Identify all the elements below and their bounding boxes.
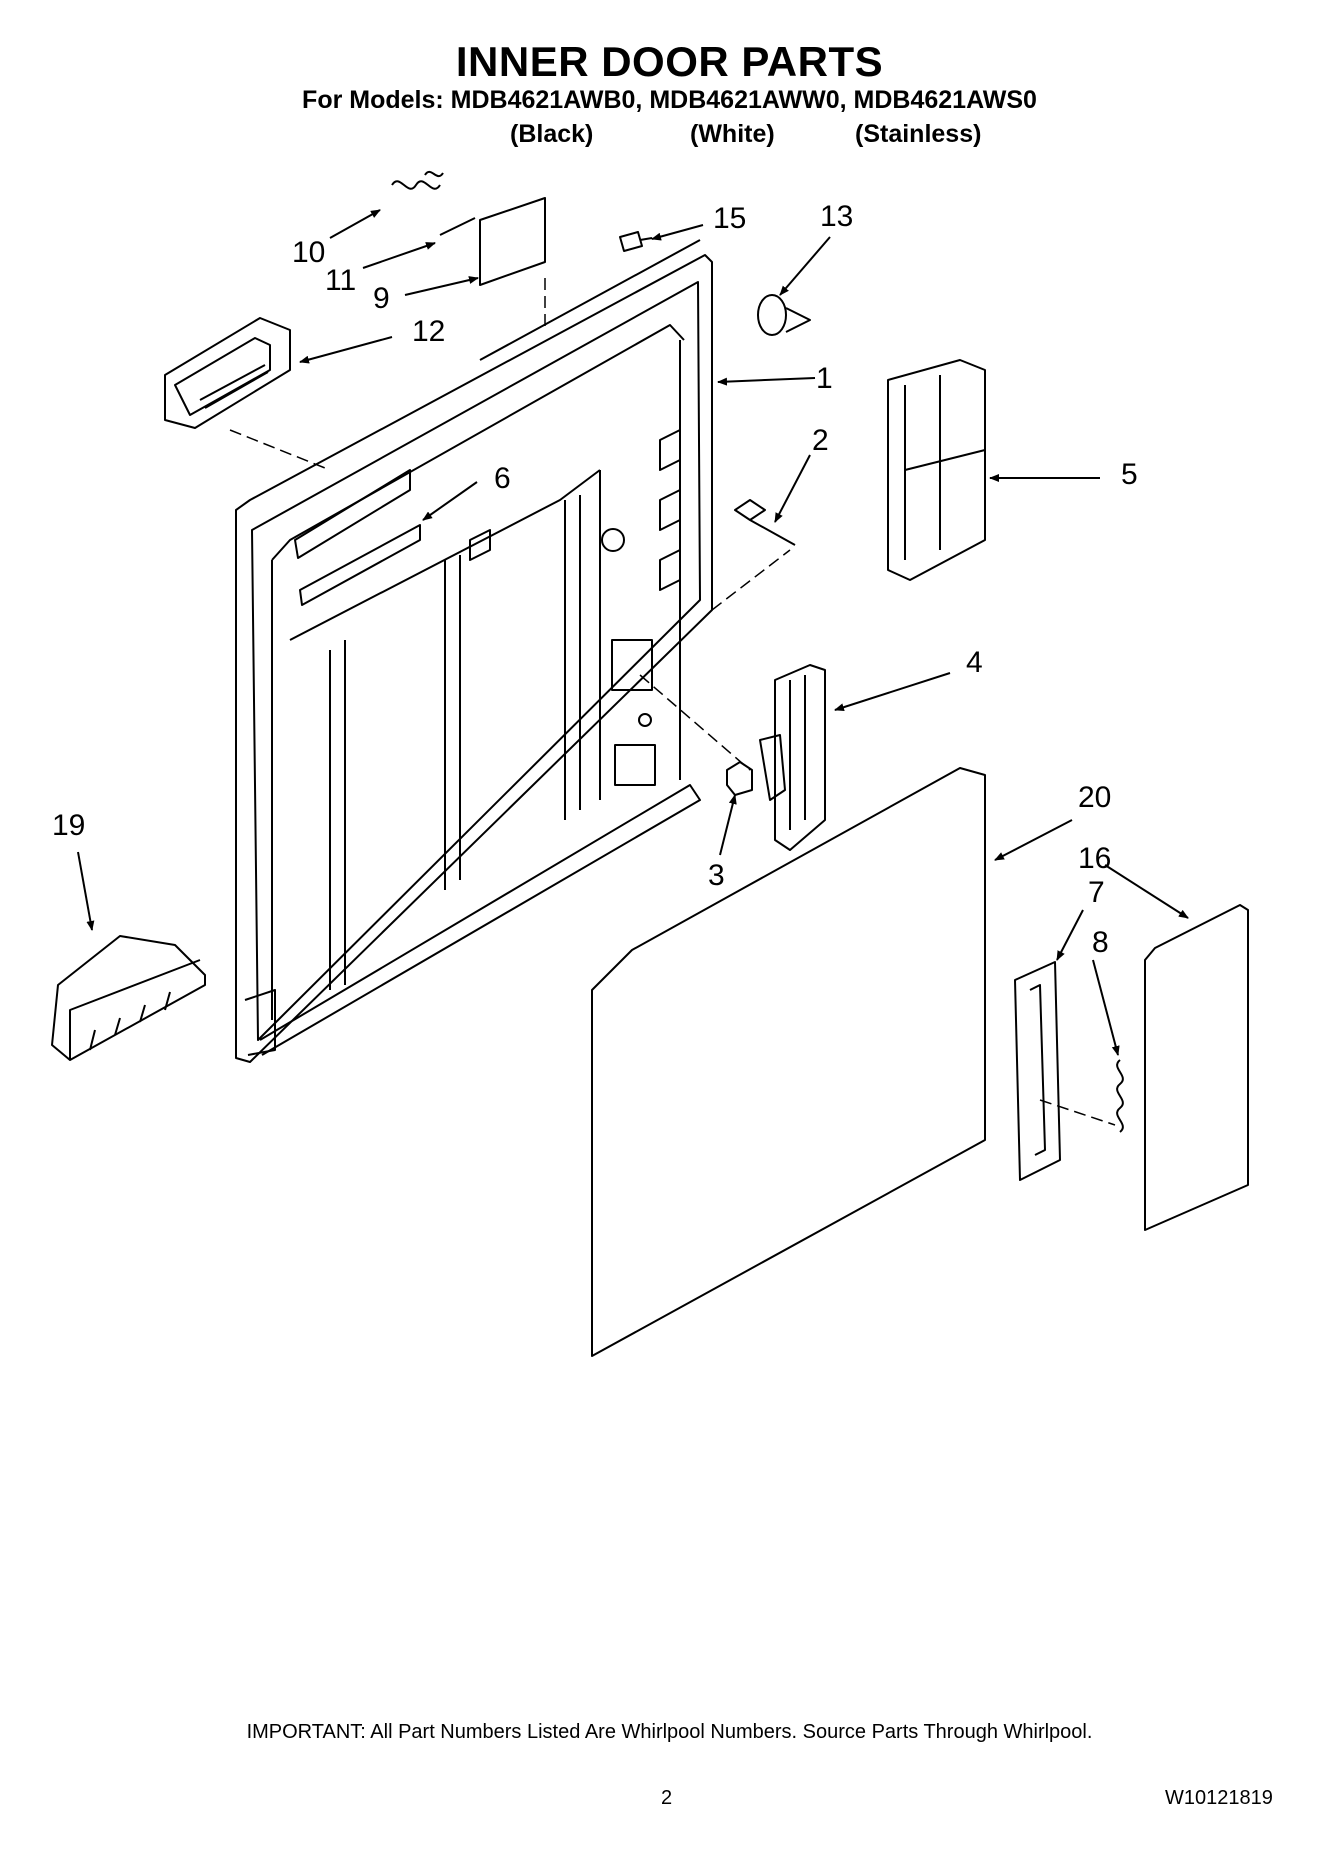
leader-10 xyxy=(329,209,381,239)
inner-door-panel xyxy=(235,239,713,1063)
outer-door-panel xyxy=(591,767,986,1357)
callout-2: 2 xyxy=(812,424,829,457)
leader-2 xyxy=(774,454,811,523)
leader-20 xyxy=(994,819,1073,861)
page-title: INNER DOOR PARTS xyxy=(455,38,884,85)
callout-11: 11 xyxy=(325,264,356,297)
leader-16 xyxy=(1104,864,1189,919)
leader-12 xyxy=(299,336,393,364)
leader-11 xyxy=(362,242,436,269)
callout-4: 4 xyxy=(966,646,983,679)
callout-12: 12 xyxy=(412,315,445,348)
vent-springs xyxy=(391,180,441,190)
assembly-line-spring xyxy=(1039,1099,1116,1126)
callout-13: 13 xyxy=(820,200,853,233)
leader-19 xyxy=(77,851,95,931)
callout-numbers: 1 2 3 4 5 6 7 8 9 10 11 12 13 15 16 19 2… xyxy=(52,200,1138,959)
bumper xyxy=(726,761,753,796)
callout-19: 19 xyxy=(52,809,85,842)
page-number: 2 xyxy=(661,1787,673,1809)
end-cap xyxy=(51,935,206,1061)
door-latch xyxy=(759,664,826,851)
leader-13 xyxy=(779,236,831,296)
vent-pin xyxy=(439,217,476,236)
vent-cover xyxy=(479,197,546,286)
door-clip xyxy=(734,499,796,546)
side-trim xyxy=(1144,904,1249,1231)
latch-housing xyxy=(887,359,986,581)
callout-20: 20 xyxy=(1078,781,1111,814)
leader-3 xyxy=(719,794,737,856)
leader-7 xyxy=(1056,909,1084,961)
vent-assembly xyxy=(164,317,291,429)
callout-5: 5 xyxy=(1121,458,1138,491)
callout-16: 16 xyxy=(1078,842,1111,875)
callout-9: 9 xyxy=(373,282,390,315)
assembly-line-vent xyxy=(229,429,331,471)
callout-6: 6 xyxy=(494,462,511,495)
leader-1 xyxy=(717,377,816,386)
leader-4 xyxy=(834,672,951,712)
variant-black: (Black) xyxy=(510,120,594,148)
vent-springs-2 xyxy=(424,170,444,178)
assembly-line-clip xyxy=(711,549,791,611)
callout-3: 3 xyxy=(708,859,725,892)
leader-9 xyxy=(404,276,479,296)
leader-6 xyxy=(422,481,478,521)
leader-15 xyxy=(651,224,704,241)
screw xyxy=(619,231,653,252)
hinge-spring xyxy=(1116,1059,1124,1133)
variant-stainless: (Stainless) xyxy=(855,120,982,148)
document-number: W10121819 xyxy=(1165,1787,1273,1809)
important-note: IMPORTANT: All Part Numbers Listed Are W… xyxy=(246,1721,1093,1743)
leader-8 xyxy=(1092,959,1120,1056)
callout-10: 10 xyxy=(292,236,325,269)
callout-1: 1 xyxy=(816,362,833,395)
models-line: For Models: MDB4621AWB0, MDB4621AWW0, MD… xyxy=(302,86,1037,114)
knob xyxy=(757,294,811,336)
hinge-bracket xyxy=(1014,961,1061,1181)
variant-white: (White) xyxy=(690,120,775,148)
callout-15: 15 xyxy=(713,202,746,235)
assembly-line-latch xyxy=(639,674,751,771)
callout-8: 8 xyxy=(1092,926,1109,959)
callout-7: 7 xyxy=(1088,876,1105,909)
